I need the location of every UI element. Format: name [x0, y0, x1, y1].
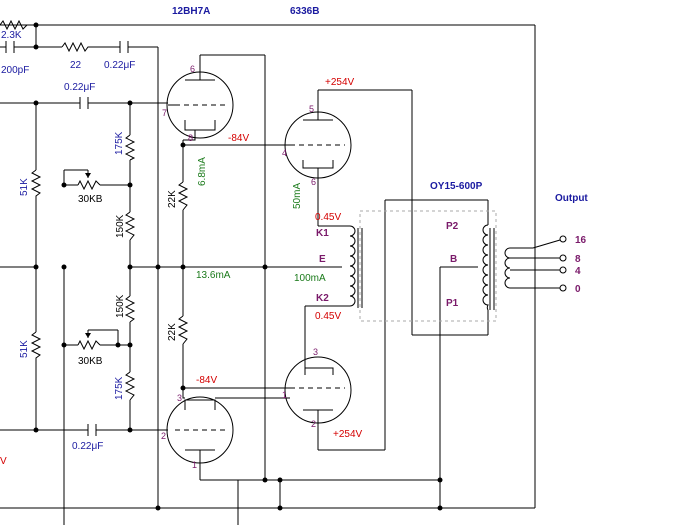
current-50ma: 50mA	[292, 183, 303, 209]
potentiometer-30kb-bottom	[77, 339, 101, 351]
title-12bh7a: 12BH7A	[172, 6, 210, 17]
pin-t2-5: 5	[309, 104, 314, 114]
tube-6336b-bottom	[284, 350, 352, 425]
title-6336b: 6336B	[290, 6, 319, 17]
current-13-6ma: 13.6mA	[196, 270, 231, 281]
label-51k-bot: 51K	[19, 340, 30, 358]
label-200pf: 200pF	[1, 65, 29, 76]
label-22ohm: 22	[70, 60, 82, 71]
pin-t3-2: 2	[311, 419, 316, 429]
pin-t1-8: 8	[188, 133, 193, 143]
tube-6336b-top	[284, 111, 352, 179]
output-transformer	[349, 224, 511, 311]
resistor-22k-bottom	[177, 315, 189, 345]
pin-t4-3: 3	[177, 393, 182, 403]
label-2k3: 2.3K	[1, 30, 22, 41]
pin-t1-7: 7	[162, 108, 167, 118]
potentiometer-30kb-top	[77, 179, 101, 191]
current-100ma: 100mA	[294, 273, 326, 284]
label-30kb-bot: 30KB	[78, 356, 103, 367]
label-p1: P1	[446, 298, 459, 309]
output-terminals	[559, 235, 567, 292]
current-6-8ma: 6.8mA	[197, 157, 208, 186]
resistors	[0, 19, 189, 401]
label-c022-top: 0.22μF	[104, 60, 135, 71]
label-150k-top: 150K	[115, 214, 126, 238]
label-e: E	[319, 254, 326, 265]
transformer-model: OY15-600P	[430, 181, 483, 192]
voltage-edge: V	[0, 456, 7, 467]
voltage-254-bot: +254V	[333, 429, 363, 440]
resistor-51k-top	[30, 169, 42, 200]
label-k1: K1	[316, 228, 329, 239]
pin-t2-4: 4	[282, 148, 287, 158]
label-b: B	[450, 254, 457, 265]
label-22k-top: 22K	[167, 190, 178, 208]
label-30kb-top: 30KB	[78, 194, 103, 205]
label-c022-mid: 0.22μF	[64, 82, 95, 93]
pin-t2-6: 6	[311, 177, 316, 187]
pin-t1-6: 6	[190, 64, 195, 74]
label-22k-bot: 22K	[167, 323, 178, 341]
label-k2: K2	[316, 293, 329, 304]
label-175k-bot: 175K	[114, 376, 125, 400]
junction-dots	[33, 22, 443, 511]
tap-8: 8	[575, 254, 581, 265]
label-175k-top: 175K	[114, 131, 125, 155]
output-transformer-frame	[359, 210, 497, 322]
label-51k-top: 51K	[19, 178, 30, 196]
pin-t4-2: 2	[161, 431, 166, 441]
output-label: Output	[555, 193, 588, 204]
resistor-175k-top	[124, 134, 136, 161]
voltage-m84-top: -84V	[228, 133, 249, 144]
resistor-175k-bottom	[124, 371, 136, 401]
pin-t3-3: 3	[313, 347, 318, 357]
pin-t4-1: 1	[192, 460, 197, 470]
tap-4: 4	[575, 266, 581, 277]
label-150k-bot: 150K	[115, 294, 126, 318]
label-p2: P2	[446, 221, 459, 232]
resistor-22	[61, 41, 90, 53]
pin-t3-1: 1	[282, 390, 287, 400]
tap-0: 0	[575, 284, 581, 295]
tap-16: 16	[575, 235, 587, 246]
label-c022-bot: 0.22μF	[72, 441, 103, 452]
tube-12bh7a-bottom	[166, 390, 234, 464]
tube-12bh7a-top	[166, 71, 234, 141]
voltage-045-top: 0.45V	[315, 212, 341, 223]
capacitors	[5, 41, 129, 436]
voltage-254-top: +254V	[325, 77, 355, 88]
voltage-045-bot: 0.45V	[315, 311, 341, 322]
resistor-22k-top	[177, 181, 189, 211]
voltage-m84-bot: -84V	[196, 375, 217, 386]
resistor-51k-bottom	[30, 331, 42, 364]
resistor-150k-top	[124, 211, 136, 241]
resistor-150k-bottom	[124, 295, 136, 323]
